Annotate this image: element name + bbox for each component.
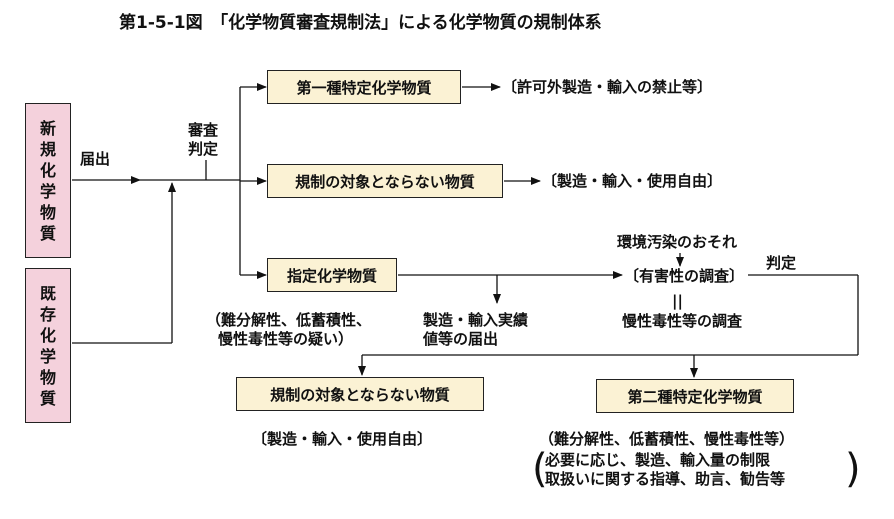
- designated-chemicals-label: 指定化学物質: [286, 266, 377, 285]
- unregulated-label-top: 規制の対象とならない物質: [295, 172, 475, 191]
- existing-chemicals-box: 既存化学物質: [25, 268, 71, 423]
- class2-specified-label: 第二種特定化学物質: [627, 387, 763, 406]
- equivalence-mark: ||: [672, 292, 683, 310]
- unregulated-outcome-bottom: 〔製造・輸入・使用自由〕: [252, 430, 433, 448]
- report-note-1: 製造・輸入実績: [423, 311, 529, 329]
- class2-properties: （難分解性、低蓄積性、慢性毒性等）: [539, 430, 795, 448]
- measures-open-bracket: (: [532, 446, 548, 492]
- chronic-toxicity-label: 慢性毒性等の調査: [622, 312, 743, 330]
- unregulated-label-bottom: 規制の対象とならない物質: [270, 385, 450, 404]
- notification-label: 届出: [80, 150, 111, 168]
- class2-specified-box: 第二種特定化学物質: [596, 379, 794, 413]
- review-label: 審査: [188, 121, 219, 139]
- new-chemicals-box: 新規化学物質: [25, 103, 71, 258]
- class1-specified-box: 第一種特定化学物質: [267, 70, 461, 104]
- unregulated-box-bottom: 規制の対象とならない物質: [236, 377, 484, 411]
- suspicion-note-2: 慢性毒性等の疑い）: [218, 330, 354, 348]
- unregulated-outcome-top: 〔製造・輸入・使用自由〕: [542, 172, 723, 190]
- new-chemicals-label: 新規化学物質: [39, 118, 56, 243]
- class2-measure-1: 必要に応じ、製造、輸入量の制限: [545, 451, 771, 469]
- designated-chemicals-box: 指定化学物質: [267, 258, 397, 292]
- unregulated-box-top: 規制の対象とならない物質: [267, 164, 503, 198]
- class1-outcome: 〔許可外製造・輸入の禁止等〕: [502, 78, 713, 96]
- existing-chemicals-label: 既存化学物質: [39, 283, 56, 408]
- pollution-risk-label: 環境汚染のおそれ: [617, 233, 738, 251]
- class2-measure-2: 取扱いに関する指導、助言、勧告等: [545, 470, 786, 488]
- judgment-label-right: 判定: [766, 254, 797, 272]
- measures-close-bracket: ): [845, 446, 861, 492]
- suspicion-note-1: （難分解性、低蓄積性、: [206, 311, 372, 329]
- hazard-investigation-label: 〔有害性の調査〕: [624, 267, 745, 285]
- report-note-2: 値等の届出: [423, 330, 499, 348]
- judgment-label-left: 判定: [188, 140, 219, 158]
- page-title: 第1-5-1図 「化学物質審査規制法」による化学物質の規制体系: [119, 13, 602, 33]
- class1-specified-label: 第一種特定化学物質: [296, 78, 432, 97]
